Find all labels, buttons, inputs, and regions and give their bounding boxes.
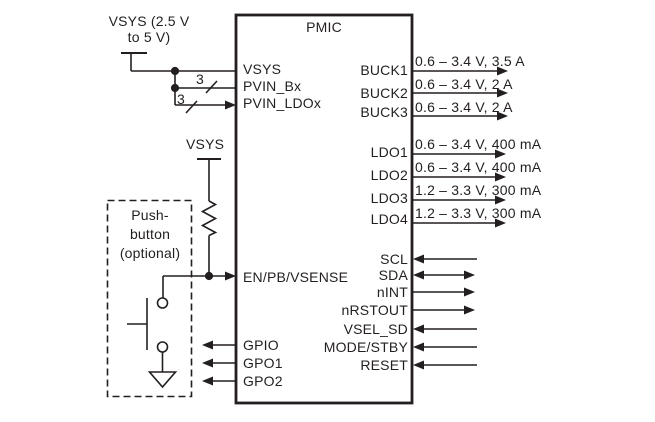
arrowhead-icon <box>413 360 424 370</box>
arrowhead-icon <box>225 271 236 281</box>
junction-dot <box>170 66 180 76</box>
rating-label-ldo2: 0.6 – 3.4 V, 400 mA <box>415 159 542 175</box>
arrowhead-icon <box>464 305 475 315</box>
pullup-vsys-label: VSYS <box>186 136 225 152</box>
push-button-switch <box>127 276 178 389</box>
pin-label-ldo2: LDO2 <box>370 167 408 183</box>
ground-icon <box>147 371 178 389</box>
pin-label-en-pb-vsense: EN/PB/VSENSE <box>243 269 349 285</box>
arrowhead-icon <box>413 270 424 280</box>
arrowhead-icon <box>202 340 213 350</box>
vsys-input-label-line2: to 5 V) <box>127 29 171 45</box>
bus-slash-icon <box>185 100 198 114</box>
pin-label-mode-stby: MODE/STBY <box>323 339 408 355</box>
pushbutton-label-line1: Push- <box>131 207 169 223</box>
pushbutton-label: Push- button (optional) <box>108 206 192 263</box>
pin-label-gpo2: GPO2 <box>243 373 283 389</box>
pin-label-ldo4: LDO4 <box>370 211 408 227</box>
arrowhead-icon <box>202 358 213 368</box>
vsys-input-label: VSYS (2.5 V to 5 V) <box>96 13 202 45</box>
gpio-output-wires <box>202 340 236 386</box>
arrowhead-icon <box>413 342 424 352</box>
pin-label-pvin-ldox: PVIN_LDOx <box>243 95 322 111</box>
junction-dot <box>170 83 180 93</box>
rating-label-buck2: 0.6 – 3.4 V, 2 A <box>415 76 513 92</box>
pin-label-gpio: GPIO <box>243 337 279 353</box>
switch-contact-icon <box>156 341 169 353</box>
chip-title: PMIC <box>306 19 342 35</box>
pin-label-gpo1: GPO1 <box>243 355 283 371</box>
rating-label-buck3: 0.6 – 3.4 V, 2 A <box>415 99 513 115</box>
resistor-icon <box>200 200 218 237</box>
rating-label-ldo1: 0.6 – 3.4 V, 400 mA <box>415 136 542 152</box>
arrowhead-icon <box>497 66 508 76</box>
arrowhead-icon <box>497 88 508 98</box>
pushbutton-label-line2: button <box>129 226 171 242</box>
bus-slash-icon <box>205 80 218 94</box>
arrowhead-icon <box>464 270 475 280</box>
arrowhead-icon <box>495 149 506 159</box>
rating-label-ldo4: 1.2 – 3.3 V, 300 mA <box>415 205 542 221</box>
arrowhead-icon <box>413 254 424 264</box>
vsys-input-net <box>121 52 236 114</box>
arrowhead-icon <box>202 376 213 386</box>
pin-label-buck1: BUCK1 <box>360 62 408 78</box>
pin-label-sda: SDA <box>378 267 408 283</box>
arrowhead-icon <box>413 324 424 334</box>
arrowhead-icon <box>497 111 508 121</box>
pushbutton-label-line3: (optional) <box>119 245 181 261</box>
pin-label-pvin-bx: PVIN_Bx <box>243 78 302 94</box>
vsys-input-label-line1: VSYS (2.5 V <box>108 13 190 29</box>
pin-label-vsys: VSYS <box>243 61 282 77</box>
arrowhead-icon <box>495 195 506 205</box>
pin-label-ldo1: LDO1 <box>370 144 408 160</box>
bus-width-label-pvin-ldox: 3 <box>177 91 185 107</box>
pushbutton-dashed-box <box>106 199 193 398</box>
control-signal-wires <box>412 254 477 370</box>
bus-width-label-pvin-bx: 3 <box>196 71 204 87</box>
pmic-body <box>234 13 414 405</box>
pin-label-buck2: BUCK2 <box>360 85 408 101</box>
arrowhead-icon <box>495 172 506 182</box>
switch-contact-icon <box>156 297 169 309</box>
pin-label-ldo3: LDO3 <box>370 190 408 206</box>
pin-label-buck3: BUCK3 <box>360 104 408 120</box>
pin-label-nrstout: nRSTOUT <box>341 302 408 318</box>
buck-output-wires <box>412 66 508 121</box>
pullup-resistor-net <box>163 158 236 281</box>
pin-label-vsel-sd: VSEL_SD <box>343 321 408 337</box>
ldo-output-wires <box>412 149 506 228</box>
arrowhead-icon <box>225 100 236 110</box>
arrowhead-icon <box>464 287 475 297</box>
arrowhead-icon <box>495 218 506 228</box>
pin-label-scl: SCL <box>380 251 408 267</box>
rating-label-buck1: 0.6 – 3.4 V, 3.5 A <box>415 53 525 69</box>
pin-label-reset: RESET <box>360 357 408 373</box>
pin-label-nint: nINT <box>376 284 408 300</box>
rating-label-ldo3: 1.2 – 3.3 V, 300 mA <box>415 182 542 198</box>
